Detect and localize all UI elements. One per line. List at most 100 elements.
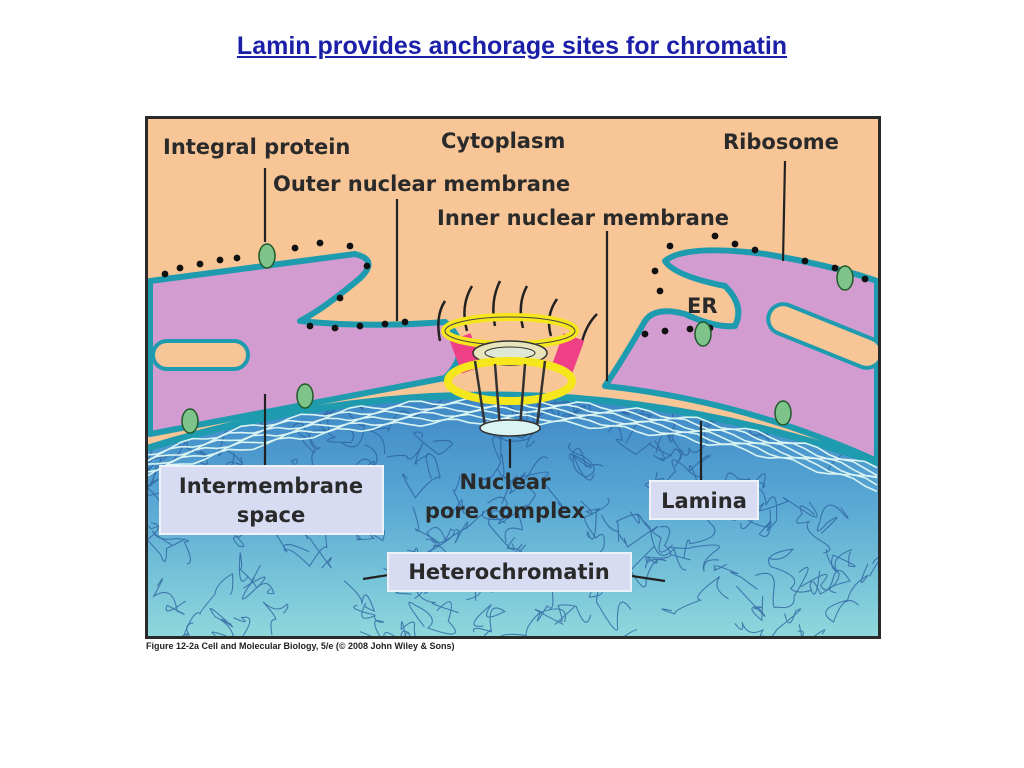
label-cytoplasm: Cytoplasm [441,129,565,153]
chromatin-fiber [767,548,813,593]
chromatin-fiber [809,548,840,595]
heterochromatin-label-box [387,552,632,592]
chromatin-fiber [740,497,818,530]
chromatin-fiber [800,569,851,594]
chromatin-fiber [629,511,687,571]
chromatin-fiber [442,475,465,518]
chromatin-fiber [504,481,536,543]
chromatin-fiber [661,576,729,615]
label-inner-membrane: Inner nuclear membrane [437,206,729,230]
lamina-filament [145,409,878,479]
cell-nucleus-diagram: Integral protein Cytoplasm Ribosome Oute… [145,116,881,639]
chromatin-fiber [145,463,159,500]
ribosome-dot [661,327,669,335]
figure-frame [145,116,881,639]
chromatin-fiber [607,424,673,457]
chromatin-fiber [782,624,826,639]
chromatin-fiber [353,604,387,639]
chromatin-fiber [825,563,869,623]
slide-title: Lamin provides anchorage sites for chrom… [236,32,788,60]
chromatin-fiber [152,578,186,615]
label-outer-membrane: Outer nuclear membrane [273,172,570,196]
ribosome-dot [161,270,169,278]
chromatin-fiber [748,608,801,639]
ribosome-dot [306,322,314,330]
ribosome-dot [641,330,649,338]
chromatin-fiber [145,422,168,463]
er-lumen-left [151,339,250,371]
chromatin-fiber [668,544,720,572]
ribosome-dot [233,254,241,262]
label-integral-protein: Integral protein [163,135,350,159]
lamina-filament [145,413,878,486]
chromatin-fiber [238,552,266,589]
ribosome-dot [711,232,719,240]
integral-protein-shape [836,265,854,291]
chromatin-fiber [343,580,376,619]
chromatin-fiber [233,616,251,639]
chromatin-fiber [544,392,591,421]
ribosome-dot [731,240,739,248]
chromatin-fiber [386,443,430,465]
chromatin-fiber [209,607,235,639]
inner-nuclear-membrane [145,391,881,468]
ribosome-dot [331,324,339,332]
lamina-label-box [649,480,759,520]
label-ribosome: Ribosome [723,130,839,154]
ribosome-dot [651,267,659,275]
chromatin-fiber [645,525,672,564]
ribosome-dot [196,260,204,268]
ribosome-dot [861,275,869,283]
chromatin-fiber [796,505,831,554]
ribosome-dots [161,232,869,338]
integral-protein-shape [774,400,792,426]
label-intermembrane-2: space [237,503,305,527]
ribosome-dot [686,325,694,333]
chromatin-fiber [262,601,289,636]
figure-caption: Figure 12-2a Cell and Molecular Biology,… [146,641,455,651]
ribosome-dot [656,287,664,295]
chromatin-fiber [487,504,532,551]
chromatin-fiber [145,522,186,563]
label-er: ER [687,294,718,318]
intermembrane-label-box [159,465,384,535]
ribosome-dot [751,246,759,254]
chromatin-fiber [481,496,510,521]
chromatin-fiber [615,513,674,553]
label-npc-2: pore complex [425,499,586,523]
ribosome-dot [401,318,409,326]
ribosome-dot [356,322,364,330]
ribosome-dot [291,244,299,252]
ribosome-dot [346,242,354,250]
integral-proteins [181,243,854,434]
chromatin-fiber [653,439,684,467]
chromatin-fiber [454,509,506,544]
nuclear-pore-complex [437,280,598,437]
label-npc-1: Nuclear [460,470,552,494]
chromatin-fiber [408,601,456,635]
ribosome-dot [801,257,809,265]
leader-lines [263,160,787,583]
ribosome-dot [316,239,324,247]
chromatin-fiber [755,566,809,609]
chromatin-fiber [182,572,234,638]
ribosome-dot [336,294,344,302]
ribosome-dot [176,264,184,272]
chromatin-fiber [831,548,856,574]
chromatin-fiber [241,564,275,600]
chromatin-fiber [734,622,765,639]
integral-protein-shape [258,243,276,269]
chromatin-fiber [399,621,417,639]
ribosome-dot [666,242,674,250]
nuclear-envelope-left [147,251,463,437]
lamina-filament [145,417,878,493]
integral-protein-shape [181,408,199,434]
ribosome-dot [363,262,371,270]
chromatin-fiber [426,526,468,553]
chromatin-fiber [567,442,595,481]
ribosome-dot [381,320,389,328]
ribosome-dot [216,256,224,264]
chromatin-fiber [713,563,758,590]
chromatin-fiber [816,504,849,534]
integral-protein-shape [296,383,314,409]
